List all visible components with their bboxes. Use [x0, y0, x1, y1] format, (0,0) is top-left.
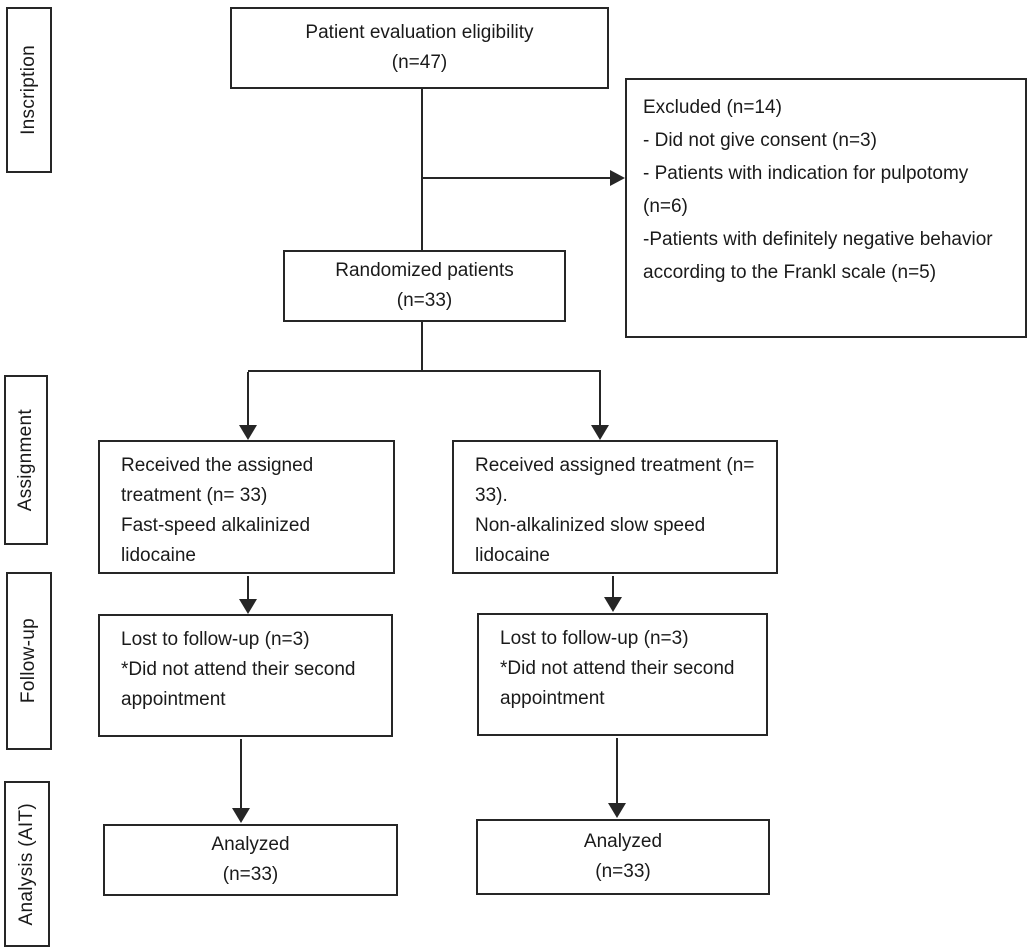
analyzed-left-title: Analyzed	[211, 834, 290, 855]
stage-label-followup-text: Follow-up	[18, 618, 39, 704]
stage-label-inscription-text: Inscription	[18, 45, 39, 135]
stage-label-assignment: Assignment	[4, 375, 48, 545]
stage-label-followup: Follow-up	[6, 572, 52, 750]
connector-randomized-split	[421, 322, 423, 372]
excluded-title: Excluded (n=14)	[643, 97, 782, 118]
stage-label-analysis: Analysis (AIT)	[4, 781, 50, 947]
connector-split-arm-left	[247, 372, 249, 426]
lost-right-line: *Did not attend their second appointment	[500, 658, 735, 709]
connector-lost-analyzed-left	[240, 739, 242, 809]
connector-excluded-line	[422, 177, 611, 179]
excluded-item: -Patients with definitely negative behav…	[643, 229, 993, 283]
eligibility-title: Patient evaluation eligibility	[305, 22, 534, 43]
arm-right-line: Received assigned treatment (n= 33).	[475, 455, 755, 506]
analyzed-left-box: Analyzed (n=33)	[103, 824, 398, 896]
analyzed-right-n: (n=33)	[595, 861, 651, 882]
arrowhead-arm-left-icon	[239, 425, 257, 440]
lost-left-box: Lost to follow-up (n=3) *Did not attend …	[98, 614, 393, 737]
randomized-n: (n=33)	[396, 290, 453, 311]
eligibility-box: Patient evaluation eligibility (n=47)	[230, 7, 609, 89]
eligibility-n: (n=47)	[391, 52, 448, 73]
stage-label-inscription: Inscription	[6, 7, 52, 173]
excluded-item: - Did not give consent (n=3)	[643, 130, 877, 151]
randomized-title: Randomized patients	[335, 260, 514, 281]
connector-arm-lost-left	[247, 576, 249, 601]
connector-arm-lost-right	[612, 576, 614, 599]
analyzed-right-title: Analyzed	[583, 831, 663, 852]
arm-right-box: Received assigned treatment (n= 33). Non…	[452, 440, 778, 574]
arrowhead-excluded-icon	[610, 170, 625, 186]
arrowhead-analyzed-right-icon	[608, 803, 626, 818]
connector-eligibility-randomized	[421, 89, 423, 250]
arrowhead-lost-left-icon	[239, 599, 257, 614]
arm-left-box: Received the assigned treatment (n= 33) …	[98, 440, 395, 574]
arrowhead-lost-right-icon	[604, 597, 622, 612]
connector-split-arm-right	[599, 372, 601, 426]
arm-left-line: Received the assigned treatment (n= 33)	[121, 455, 314, 506]
randomized-box: Randomized patients (n=33)	[283, 250, 566, 322]
lost-right-line: Lost to follow-up (n=3)	[500, 628, 689, 649]
arm-right-line: Non-alkalinized slow speed lidocaine	[475, 515, 706, 566]
excluded-item: - Patients with indication for pulpotomy…	[643, 163, 969, 217]
arrowhead-analyzed-left-icon	[232, 808, 250, 823]
lost-left-line: *Did not attend their second appointment	[121, 659, 356, 710]
analyzed-left-n: (n=33)	[222, 864, 279, 885]
arrowhead-arm-right-icon	[591, 425, 609, 440]
connector-split-horizontal	[248, 370, 601, 372]
arm-left-line: Fast-speed alkalinized lidocaine	[121, 515, 311, 566]
lost-right-box: Lost to follow-up (n=3) *Did not attend …	[477, 613, 768, 736]
analyzed-right-box: Analyzed (n=33)	[476, 819, 770, 895]
lost-left-line: Lost to follow-up (n=3)	[121, 629, 310, 650]
connector-lost-analyzed-right	[616, 738, 618, 804]
stage-label-analysis-text: Analysis (AIT)	[16, 802, 37, 926]
stage-label-assignment-text: Assignment	[15, 408, 36, 512]
excluded-box: Excluded (n=14) - Did not give consent (…	[625, 78, 1027, 338]
